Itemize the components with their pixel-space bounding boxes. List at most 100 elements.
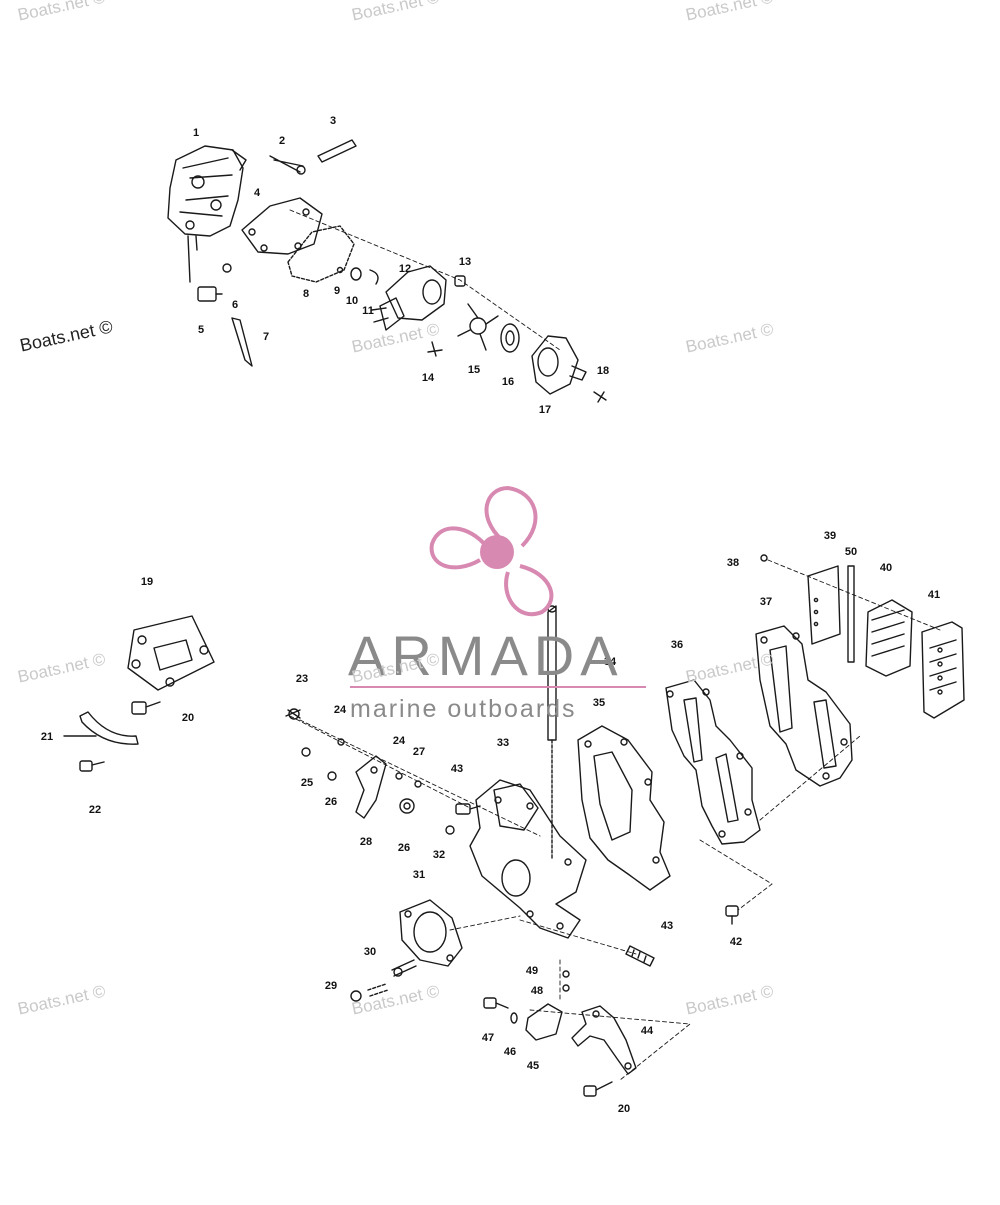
callout-42: 42 <box>729 936 743 948</box>
callout-8: 8 <box>302 288 310 300</box>
assembly-line-cover <box>449 915 637 955</box>
armada-propeller-logo <box>429 486 554 616</box>
assembly-line-linkage <box>289 715 541 837</box>
callout-15: 15 <box>467 364 481 376</box>
plate-36 <box>665 679 761 845</box>
brand-name: ARMADA <box>348 624 624 687</box>
callout-24-left: 24 <box>333 704 347 716</box>
assembly-line-lower <box>529 959 691 1081</box>
callout-43-lower: 43 <box>660 920 674 932</box>
callout-32: 32 <box>432 849 446 861</box>
screw-38 <box>760 554 768 562</box>
lever-44 <box>571 1005 637 1075</box>
housing-17 <box>531 335 587 395</box>
callout-34: 34 <box>603 656 617 668</box>
callout-20-lower: 20 <box>617 1103 631 1115</box>
callout-45: 45 <box>526 1060 540 1072</box>
screw-22 <box>79 760 105 772</box>
washer-46 <box>510 1012 518 1024</box>
cover-31 <box>399 899 463 967</box>
callout-10: 10 <box>345 295 359 307</box>
callout-40: 40 <box>879 562 893 574</box>
reed-plate-39 <box>807 565 841 645</box>
callout-14: 14 <box>421 372 435 384</box>
callout-26-left: 26 <box>324 796 338 808</box>
callout-24-right: 24 <box>392 735 406 747</box>
fitting-5 <box>197 286 223 302</box>
throttle-lever-28 <box>355 755 387 819</box>
callout-12: 12 <box>398 263 412 275</box>
callout-19: 19 <box>140 576 154 588</box>
brand-tagline: marine outboards <box>350 695 577 723</box>
callout-41: 41 <box>927 589 941 601</box>
bracket-45 <box>525 1003 563 1041</box>
callout-20-upper: 20 <box>181 712 195 724</box>
diaphragm-8 <box>287 225 355 283</box>
assembly-line-reed <box>699 559 941 911</box>
callout-50: 50 <box>844 546 858 558</box>
nut-29 <box>350 983 389 1002</box>
callout-4: 4 <box>253 187 261 199</box>
callout-2: 2 <box>278 135 286 147</box>
gasket-4 <box>241 197 323 255</box>
clamp-21 <box>63 711 139 745</box>
callout-17: 17 <box>538 404 552 416</box>
callout-29: 29 <box>324 980 338 992</box>
callout-11: 11 <box>362 305 374 317</box>
callout-6: 6 <box>231 299 239 311</box>
callout-44: 44 <box>640 1025 654 1037</box>
callout-1: 1 <box>192 127 200 139</box>
fuel-pump-body <box>167 145 247 283</box>
callout-47: 47 <box>481 1032 495 1044</box>
callout-21: 21 <box>40 731 54 743</box>
assembly-line-upper <box>289 209 561 351</box>
callout-22: 22 <box>88 804 102 816</box>
callout-36: 36 <box>670 639 684 651</box>
callout-7: 7 <box>262 331 270 343</box>
callout-18: 18 <box>596 365 610 377</box>
screw-14 <box>427 341 443 357</box>
strip-50 <box>847 565 855 663</box>
reed-block-41 <box>921 621 965 719</box>
reed-stop-40 <box>865 599 913 677</box>
manifold-33 <box>469 779 587 939</box>
callout-46: 46 <box>503 1046 517 1058</box>
callout-30: 30 <box>363 946 377 958</box>
callout-3: 3 <box>329 115 337 127</box>
screw-43-lower <box>625 945 655 967</box>
callout-23: 23 <box>295 673 309 685</box>
hose-7 <box>222 263 253 367</box>
mount-plate-19 <box>127 615 215 691</box>
callout-26-right: 26 <box>397 842 411 854</box>
callout-38: 38 <box>726 557 740 569</box>
callout-13: 13 <box>458 256 472 268</box>
callout-16: 16 <box>501 376 515 388</box>
screw-13 <box>454 275 466 287</box>
callout-28: 28 <box>359 836 373 848</box>
nut-32 <box>445 825 455 835</box>
screw-42 <box>725 905 739 925</box>
callout-9: 9 <box>333 285 341 297</box>
bolt-20-upper <box>131 701 161 715</box>
clip-18 <box>593 391 607 403</box>
linkage-small-parts <box>285 708 422 788</box>
brand-divider <box>350 686 646 688</box>
fitting-2 <box>269 155 306 175</box>
stud-30 <box>391 959 417 977</box>
callout-33: 33 <box>496 737 510 749</box>
small-parts-9-10-11 <box>336 266 379 285</box>
callout-27: 27 <box>412 746 426 758</box>
gasket-35 <box>577 725 671 891</box>
callout-25: 25 <box>300 777 314 789</box>
hose-3 <box>317 139 357 163</box>
washer-26 <box>399 798 415 814</box>
callout-39: 39 <box>823 530 837 542</box>
impeller-15 <box>457 303 499 351</box>
gasket-16 <box>500 323 520 353</box>
callout-49: 49 <box>525 965 539 977</box>
callout-48: 48 <box>530 985 544 997</box>
callout-37: 37 <box>759 596 773 608</box>
callout-35: 35 <box>592 697 606 709</box>
screw-47 <box>483 997 509 1009</box>
